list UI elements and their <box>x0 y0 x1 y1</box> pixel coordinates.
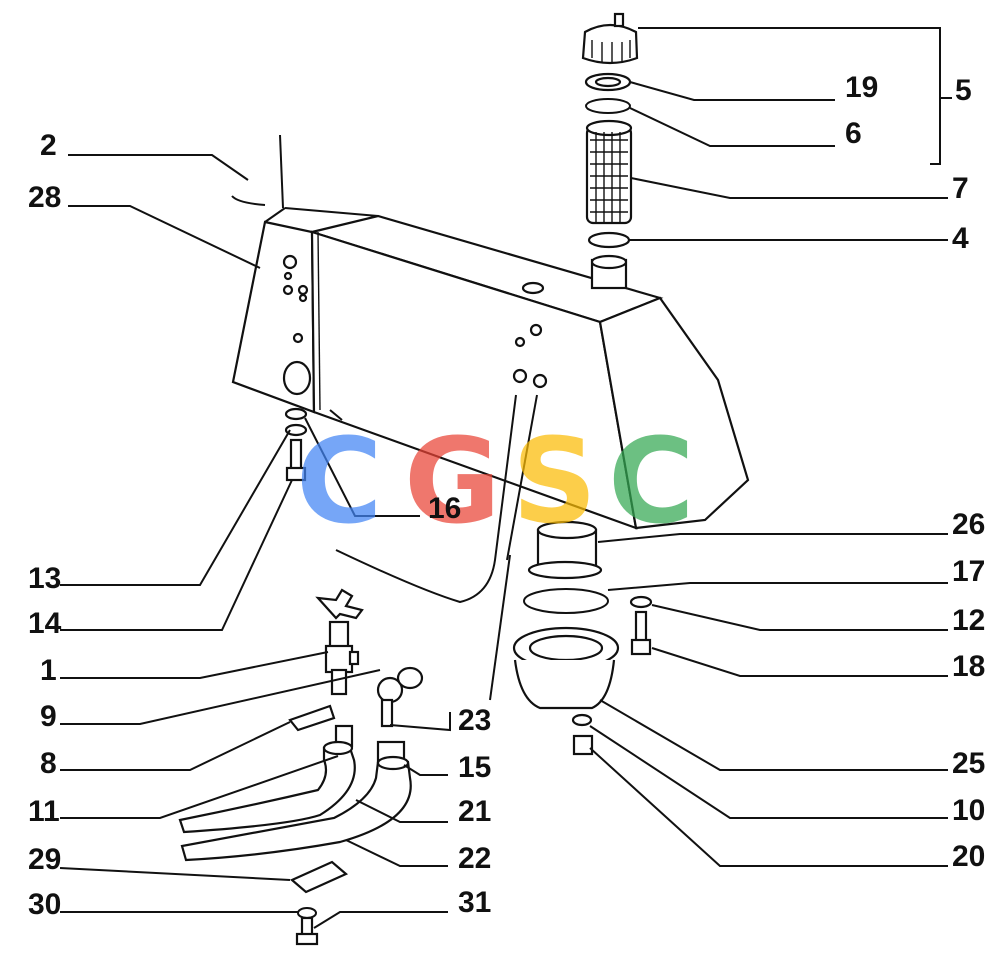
label-8: 8 <box>40 747 57 780</box>
fuel-tank <box>231 134 750 530</box>
label-16: 16 <box>428 492 461 525</box>
drain-pipe <box>335 394 517 604</box>
label-25: 25 <box>952 747 985 780</box>
label-17: 17 <box>952 555 985 588</box>
hoses <box>178 740 412 862</box>
label-21: 21 <box>458 795 491 828</box>
label-11: 11 <box>28 795 60 828</box>
drain-tap <box>288 588 424 764</box>
label-30: 30 <box>28 888 61 921</box>
watermark-letter-3: S <box>512 412 597 550</box>
watermark-letter-1: C <box>296 412 383 550</box>
clamp-parts <box>289 860 349 946</box>
sump-assembly <box>512 520 653 756</box>
label-13: 13 <box>28 562 61 595</box>
watermark: C G S C <box>296 412 695 550</box>
watermark-letter-4: C <box>608 412 695 550</box>
part-labels: 2 28 19 5 6 7 4 16 26 17 13 12 14 18 1 9… <box>28 71 985 921</box>
label-18: 18 <box>952 650 985 683</box>
label-2: 2 <box>40 129 57 162</box>
label-10: 10 <box>952 794 985 827</box>
label-19: 19 <box>845 71 878 104</box>
label-20: 20 <box>952 840 985 873</box>
label-1: 1 <box>40 654 57 687</box>
label-31: 31 <box>458 886 491 919</box>
label-9: 9 <box>40 700 57 733</box>
label-29: 29 <box>28 843 61 876</box>
left-bolt-set <box>284 407 308 482</box>
label-22: 22 <box>458 842 491 875</box>
label-28: 28 <box>28 181 61 214</box>
label-14: 14 <box>28 607 62 640</box>
filter-assembly <box>581 12 952 290</box>
leader-lines <box>59 81 948 929</box>
label-4: 4 <box>952 222 969 255</box>
label-26: 26 <box>952 508 985 541</box>
label-12: 12 <box>952 604 985 637</box>
label-15: 15 <box>458 751 491 784</box>
label-23: 23 <box>458 704 491 737</box>
watermark-letter-2: G <box>404 412 501 550</box>
label-5: 5 <box>955 74 972 107</box>
label-7: 7 <box>952 172 969 205</box>
label-6: 6 <box>845 117 862 150</box>
